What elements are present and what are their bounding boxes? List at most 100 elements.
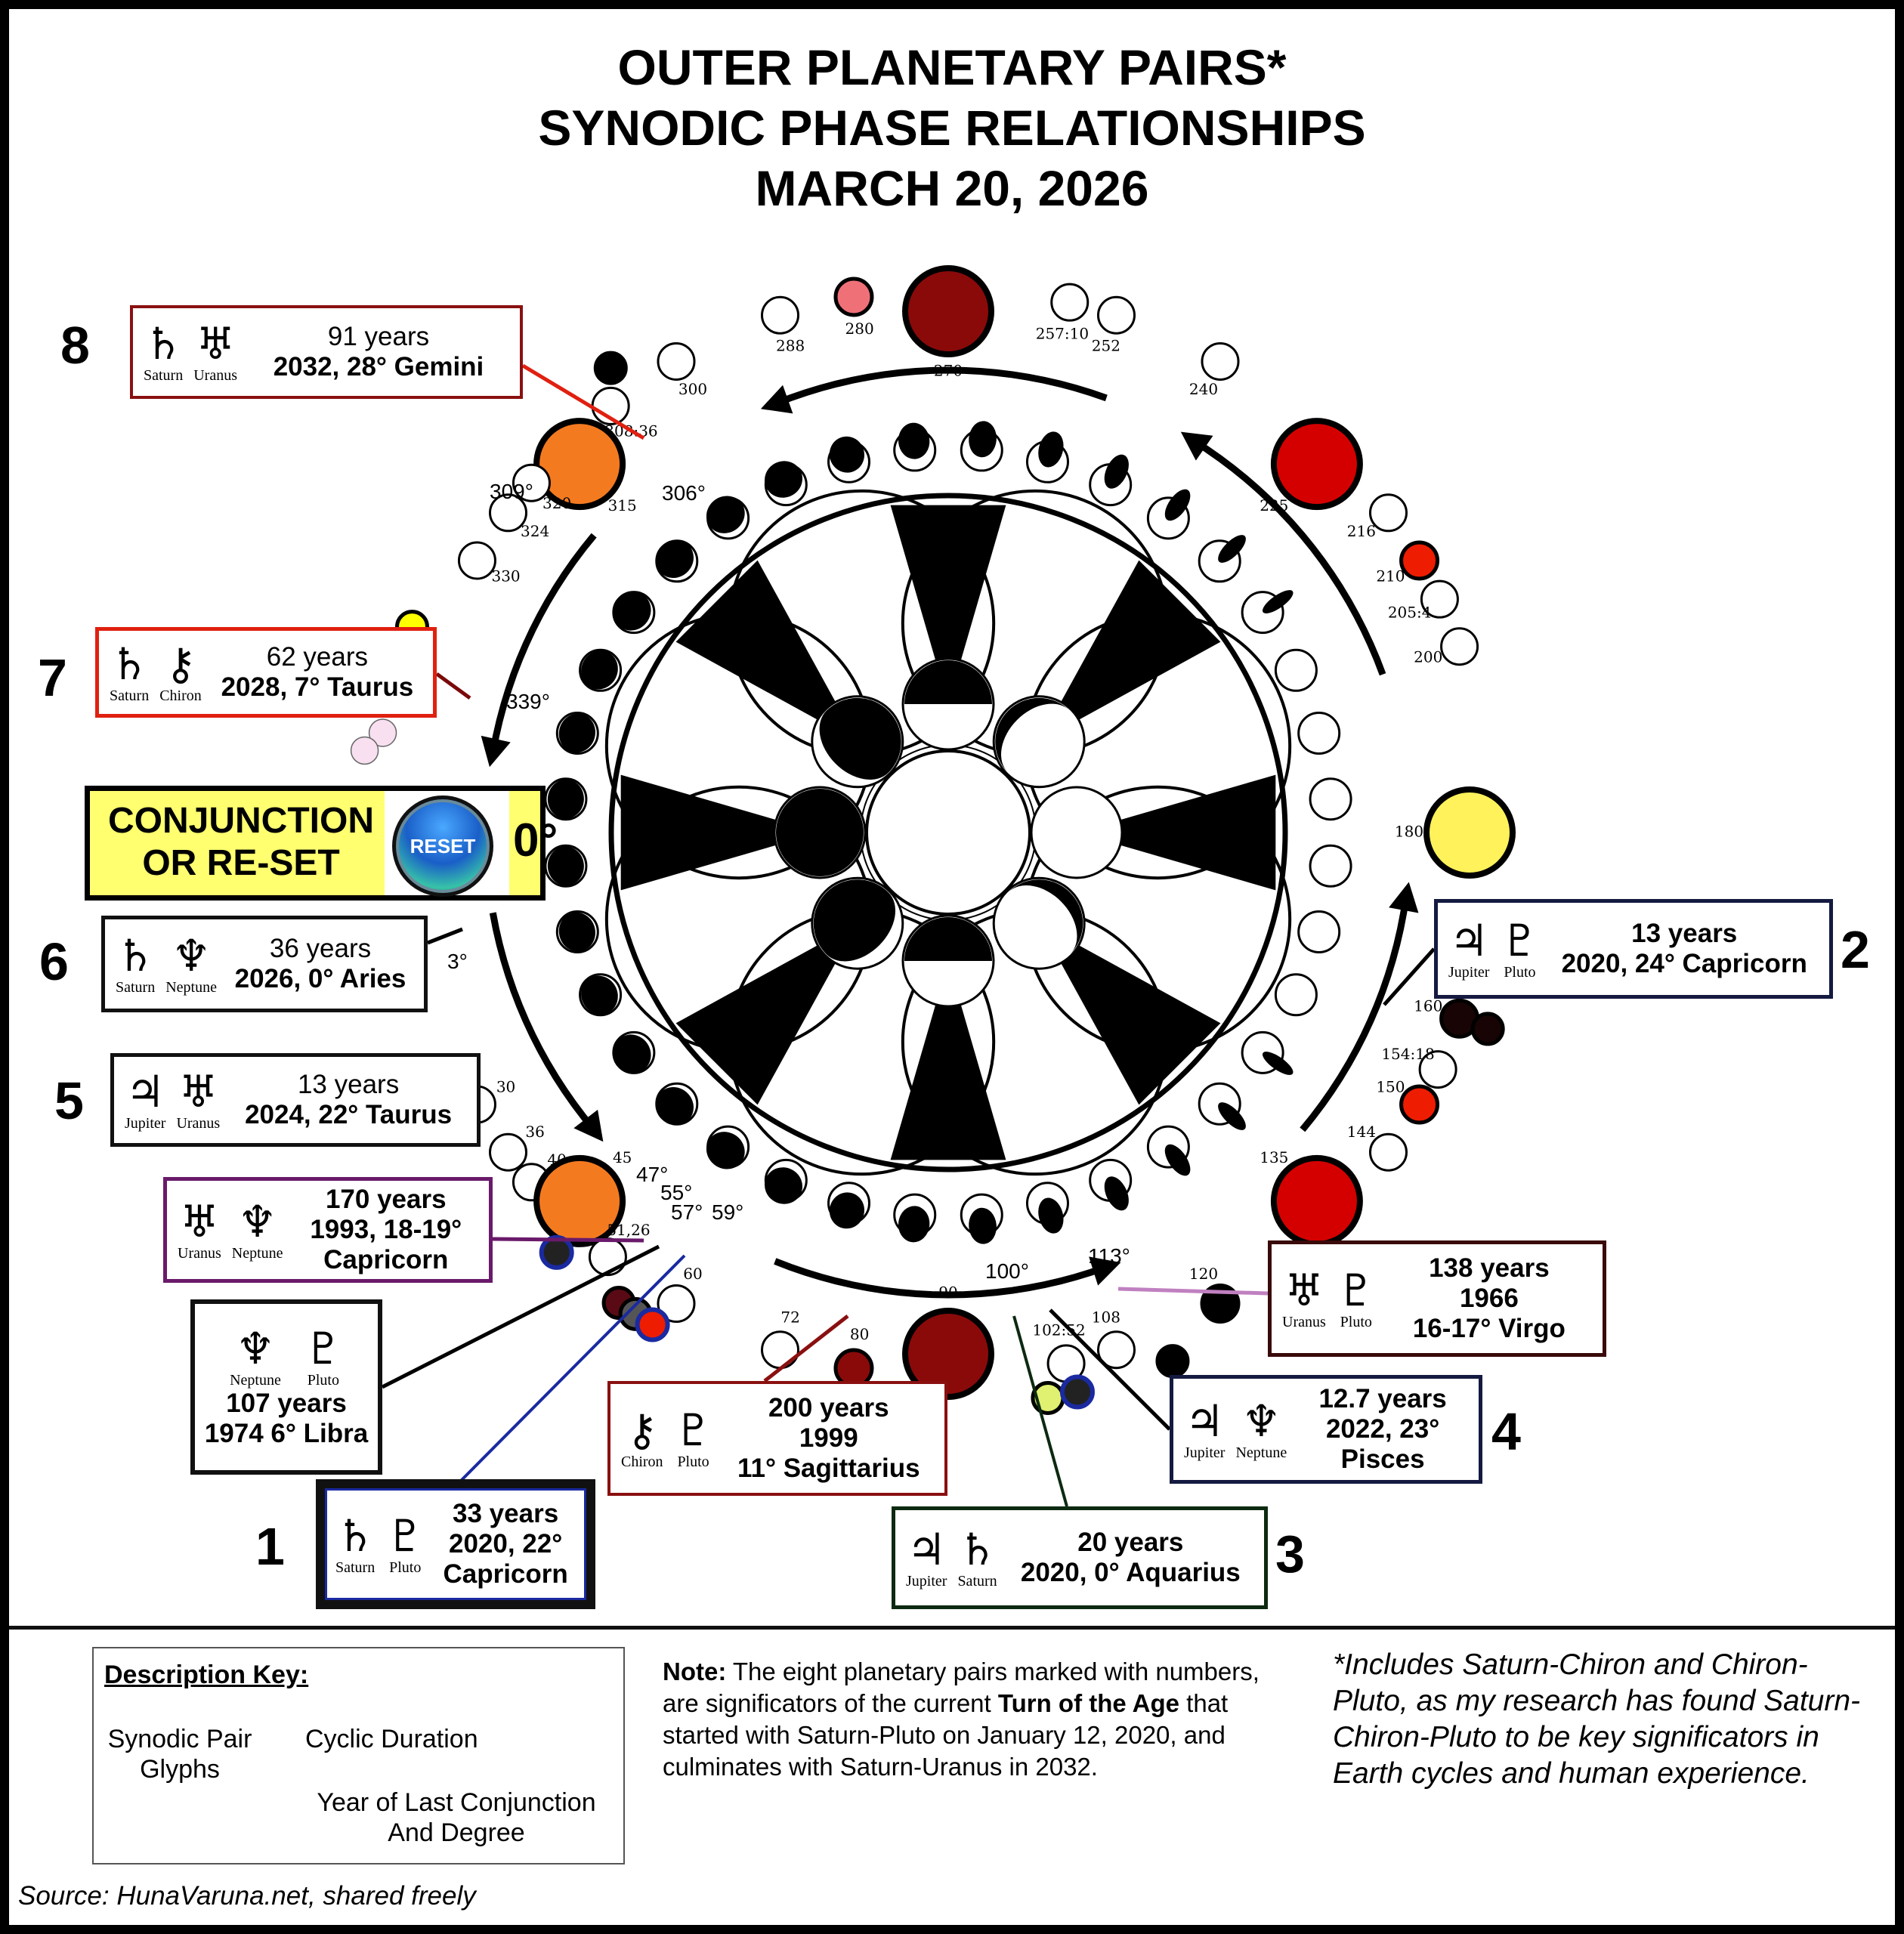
last-conjunction: 1974 6° Libra [204,1419,369,1448]
leader-uranus-pluto [1117,1287,1269,1296]
note-bold: Turn of the Age [997,1689,1180,1717]
jupiter-icon: ♃ [907,1524,947,1575]
current-position-saturn-pluto [635,1307,670,1342]
center-phase-circle [992,695,1086,789]
phase-ring-shade [765,1167,803,1204]
last-conjunction: 2020, 22° [448,1529,563,1559]
marker-label-180: 180 [1395,823,1423,841]
marker-open-330 [457,541,496,580]
petal-cusp [890,505,1006,704]
title-line-2: SYNODIC PHASE RELATIONSHIPS [538,100,1366,156]
marker-label-240: 240 [1189,380,1218,398]
marker-label-154:18: 154:18 [1381,1045,1434,1063]
marker-label-144: 144 [1347,1123,1376,1141]
phase-ring-shade [829,1192,864,1229]
key-title: Description Key: [104,1661,309,1689]
phase-ring-shade [1038,1197,1064,1234]
marker-open-51,26 [588,1237,627,1277]
marker-label-72: 72 [780,1308,799,1326]
note-label: Note: [663,1657,727,1685]
marker-180 [1423,786,1516,879]
uranus-icon: ♅ [179,1196,219,1247]
marker-label-257:10: 257:10 [1036,325,1089,343]
center-phase-shade [904,660,992,704]
section-divider [9,1626,1895,1630]
phase-ring-shade [655,1086,694,1126]
duration: 33 years [453,1499,559,1528]
leader-saturn-uranus [521,363,645,440]
glyph-name: Saturn [335,1559,376,1576]
center-phase-shade [819,698,901,780]
glyph-name: Uranus [178,1245,221,1262]
marker-open-200 [1440,627,1479,666]
marker-label-80: 80 [850,1325,869,1343]
duration: 91 years [327,322,430,351]
center-full-circle [865,749,1031,916]
marker-label-324: 324 [521,522,549,540]
marker-label-320: 320 [542,494,571,512]
marker-label-330: 330 [491,567,520,585]
marker-label-60: 60 [683,1265,702,1283]
phase-ring-shade [581,650,618,690]
marker-label-135: 135 [1260,1148,1288,1166]
marker-label-30: 30 [496,1078,515,1096]
last-conjunction: 1993, 18-19° [310,1215,462,1244]
leader-jupiter-saturn [1012,1315,1068,1507]
glyph-name: Saturn [144,367,184,384]
direction-arrow [1191,437,1386,676]
phase-ring-circle [1274,648,1318,692]
uranus-icon: ♅ [196,318,236,369]
center-phase-circle [1030,786,1124,879]
marker-label-288: 288 [776,337,805,355]
last-conjunction-sign: Capricorn [323,1245,449,1274]
phase-ring-circle [1274,973,1318,1017]
petal-cusp [1039,923,1221,1105]
page: OUTER PLANETARY PAIRS* SYNODIC PHASE REL… [9,9,1895,1925]
phase-ring-shade [1262,590,1294,613]
center-phase-shade [813,879,895,962]
petal-cusp [675,923,858,1105]
key-glyphs-label-2: Glyphs [140,1755,220,1784]
marker-225 [1270,418,1363,511]
note-text: Note: The eight planetary pairs marked w… [663,1656,1290,1783]
phase-ring-shade [1218,1102,1246,1130]
marker-label-300: 300 [678,380,707,398]
degree-label-3: 3° [447,950,468,973]
duration: 107 years [226,1389,347,1418]
marker-label-225: 225 [1260,496,1288,514]
last-conjunction: 2020, 0° Aquarius [1020,1558,1241,1587]
degree-label-47: 47° [636,1163,669,1186]
current-position-jupiter-pluto [1470,1012,1505,1046]
phase-ring-circle [1297,712,1341,755]
pluto-icon: ♇ [1336,1265,1376,1316]
marker-label-120: 120 [1189,1265,1218,1283]
phase-ring-shade [706,1132,745,1169]
degree-label-113: 113° [1088,1244,1130,1268]
pair-number-5: 5 [54,1071,84,1130]
degree-label-57: 57° [671,1200,703,1224]
duration: 138 years [1429,1253,1550,1283]
phase-ring-shade [765,461,803,498]
saturn-icon: ♄ [144,318,184,369]
saturn-icon: ♄ [957,1524,997,1575]
marker-label-270: 270 [934,362,963,380]
last-conjunction: 1999 [799,1423,858,1453]
neptune-icon: ♆ [1241,1395,1281,1447]
glyph-name: Uranus [1282,1314,1326,1330]
phase-ring-shade [547,846,584,886]
pair-number-8: 8 [60,316,90,375]
current-position-uranus-pluto [1155,1344,1190,1379]
reset-button[interactable]: RESET [392,796,493,897]
marker-open-144 [1368,1132,1408,1172]
duration: 62 years [266,642,369,672]
jupiter-icon: ♃ [1185,1395,1225,1447]
glyph-name: Jupiter [906,1573,947,1590]
glyph-name: Pluto [1340,1314,1372,1330]
neptune-icon: ♆ [235,1323,275,1374]
